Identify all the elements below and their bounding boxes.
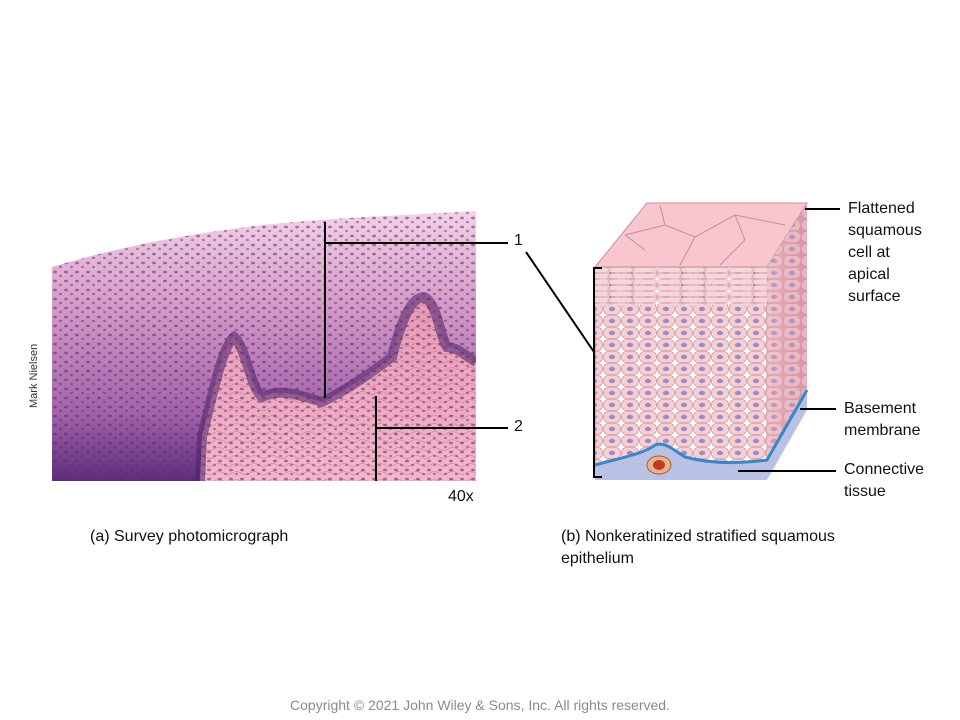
caption-b: (b) Nonkeratinized stratified squamous e… — [561, 528, 835, 567]
survey-photomicrograph — [52, 197, 476, 481]
callout-2: 2 — [514, 418, 523, 435]
label-basement-membrane: Basement membrane — [844, 400, 921, 439]
callout-1: 1 — [514, 232, 523, 249]
magnification-label: 40x — [448, 488, 474, 505]
photo-credit: Mark Nielsen — [28, 343, 40, 408]
caption-a: (a) Survey photomicrograph — [90, 528, 289, 545]
label-flattened-squamous-cell: Flattened squamous cell at apical surfac… — [848, 200, 922, 305]
epithelium-diagram — [593, 202, 809, 480]
copyright-notice: Copyright © 2021 John Wiley & Sons, Inc.… — [290, 697, 670, 713]
label-connective-tissue: Connective tissue — [844, 461, 925, 500]
